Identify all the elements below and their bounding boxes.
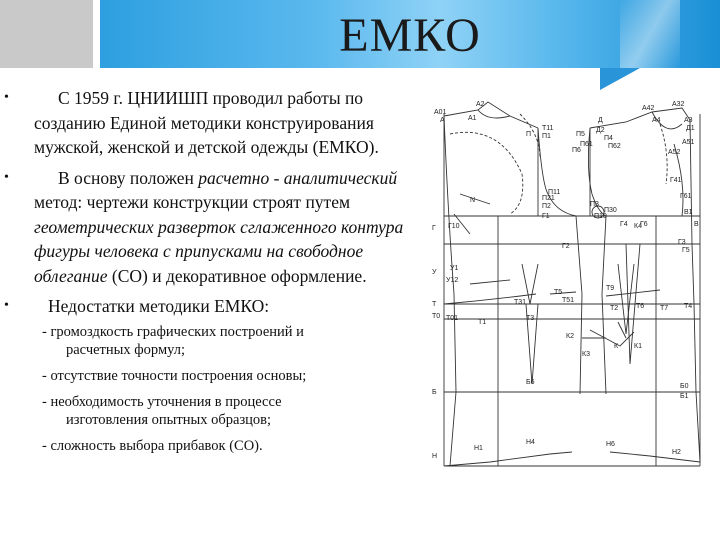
drawback-item: - отсутствие точности построения основы; — [42, 367, 307, 384]
pattern-point-label: А01 — [434, 109, 447, 116]
pattern-point-label: П62 — [608, 143, 621, 150]
pattern-point-label: А2 — [476, 101, 485, 108]
pattern-point-label: Г61 — [680, 193, 692, 200]
pattern-point-label: Г5 — [682, 247, 690, 254]
pattern-point-label: К2 — [566, 333, 574, 340]
pattern-point-label: Д — [598, 117, 603, 124]
pattern-point-label: Г41 — [670, 177, 682, 184]
pattern-point-label: Т0 — [432, 313, 440, 320]
pattern-point-label: Т — [432, 301, 437, 308]
pattern-point-label: К1 — [634, 343, 642, 350]
pattern-drawing: А01 А2 А А1 Т11 П П1 Д Д2 А42 А32 А4 А3 … — [430, 94, 716, 530]
pattern-point-label: Т11 — [542, 125, 554, 132]
pattern-point-label: Д2 — [596, 127, 605, 134]
pattern-point-label: Н1 — [474, 445, 483, 452]
pattern-point-label: У — [432, 269, 437, 276]
method-text-1: В основу положен — [58, 167, 199, 188]
pattern-point-label: Н6 — [606, 441, 615, 448]
method-text-2: метод: чертежи конструкции строят путем — [34, 192, 351, 212]
pattern-point-label: П2 — [542, 203, 551, 210]
pattern-point-label: Б6 — [526, 379, 535, 386]
pattern-point-label: Т7 — [660, 305, 668, 312]
header-light-streak — [620, 0, 680, 68]
bullet-icon: • — [4, 298, 9, 313]
method-italic-2: геометрических разверток сглаженного кон… — [34, 216, 404, 286]
pattern-point-label: П30 — [604, 207, 617, 214]
bullet-icon: • — [4, 169, 9, 185]
paragraph-drawbacks: • Недостатки методики ЕМКО: — [4, 294, 422, 319]
pattern-point-label: Г1 — [542, 213, 550, 220]
pattern-point-label: Н2 — [672, 449, 681, 456]
pattern-point-label: В — [694, 221, 699, 228]
pattern-point-label: В1 — [684, 209, 693, 216]
pattern-point-label: У1 — [450, 265, 458, 272]
method-italic-1: расчетно - аналитический — [198, 167, 398, 188]
pattern-point-label: Т3 — [526, 315, 534, 322]
header-blue-band — [100, 0, 720, 68]
paragraph-method: • В основу положен расчетно - аналитичес… — [4, 166, 422, 289]
pattern-point-label: Т6 — [636, 303, 644, 310]
header-tab-notch — [600, 68, 640, 90]
pattern-point-label: А3 — [684, 117, 693, 124]
pattern-point-label: N — [470, 197, 475, 204]
pattern-point-label: Д1 — [686, 125, 695, 132]
pattern-point-label: Г — [432, 225, 436, 232]
pattern-point-label: П1 — [542, 133, 551, 140]
pattern-point-label: А52 — [668, 149, 681, 156]
pattern-point-label: А — [440, 117, 445, 124]
pattern-point-label: Н — [432, 453, 437, 460]
drawback-item: - необходимость уточнения в процессе изг… — [42, 393, 282, 428]
pattern-point-label: Т2 — [610, 305, 618, 312]
pattern-point-label: Т01 — [446, 315, 458, 322]
pattern-point-label: А51 — [682, 139, 695, 146]
pattern-point-label: Н4 — [526, 439, 535, 446]
header-grey-block — [0, 0, 93, 68]
pattern-point-label: П5 — [576, 131, 585, 138]
slide-title: ЕМКО — [339, 9, 481, 62]
pattern-point-label: П4 — [604, 135, 613, 142]
pattern-point-label: П10 — [594, 213, 607, 220]
paragraph-history: • С 1959 г. ЦНИИШП проводил работы по со… — [4, 86, 422, 160]
pattern-point-label: П3 — [590, 201, 599, 208]
text-column: • С 1959 г. ЦНИИШП проводил работы по со… — [4, 86, 422, 463]
pattern-point-label: Т5 — [554, 289, 562, 296]
pattern-point-label: Г4 — [620, 221, 628, 228]
pattern-point-label: К3 — [582, 351, 590, 358]
header-gap — [93, 0, 100, 68]
pattern-point-label: А1 — [468, 115, 477, 122]
drawbacks-heading: Недостатки методики ЕМКО: — [48, 296, 270, 316]
pattern-point-label: У12 — [446, 277, 458, 284]
bullet-icon: • — [4, 90, 9, 105]
pattern-point-label: Г6 — [640, 221, 648, 228]
pattern-point-label: Г3 — [678, 239, 686, 246]
pattern-drawing-svg: А01 А2 А А1 Т11 П П1 Д Д2 А42 А32 А4 А3 … — [432, 101, 701, 467]
pattern-point-label: Б1 — [680, 393, 689, 400]
pattern-point-label: А4 — [652, 117, 661, 124]
method-text-3: (СО) и декоративное оформление. — [107, 265, 367, 286]
pattern-point-label: К — [614, 343, 619, 350]
pattern-point-label: Г10 — [448, 223, 460, 230]
pattern-point-label: Г2 — [562, 243, 570, 250]
pattern-point-label: П61 — [580, 141, 593, 148]
pattern-point-label: П21 — [542, 195, 555, 202]
paragraph-history-text: С 1959 г. ЦНИИШП проводил работы по созд… — [34, 88, 379, 157]
pattern-point-label: Т31 — [514, 299, 526, 306]
pattern-point-label: Б — [432, 389, 437, 396]
pattern-point-label: П6 — [572, 147, 581, 154]
pattern-point-label: Т1 — [478, 319, 486, 326]
pattern-point-label: П — [526, 131, 531, 138]
pattern-point-label: П11 — [548, 189, 560, 196]
pattern-point-label: А32 — [672, 101, 685, 108]
pattern-point-label: Т51 — [562, 297, 574, 304]
pattern-point-label: Т4 — [684, 303, 692, 310]
pattern-point-label: Б0 — [680, 383, 689, 390]
drawback-item: - сложность выбора прибавок (СО). — [42, 437, 263, 454]
pattern-point-label: К4 — [634, 223, 642, 230]
drawback-item: - громоздкость графических построений и … — [42, 323, 304, 358]
pattern-point-label: Т9 — [606, 285, 614, 292]
pattern-point-label: А42 — [642, 105, 655, 112]
